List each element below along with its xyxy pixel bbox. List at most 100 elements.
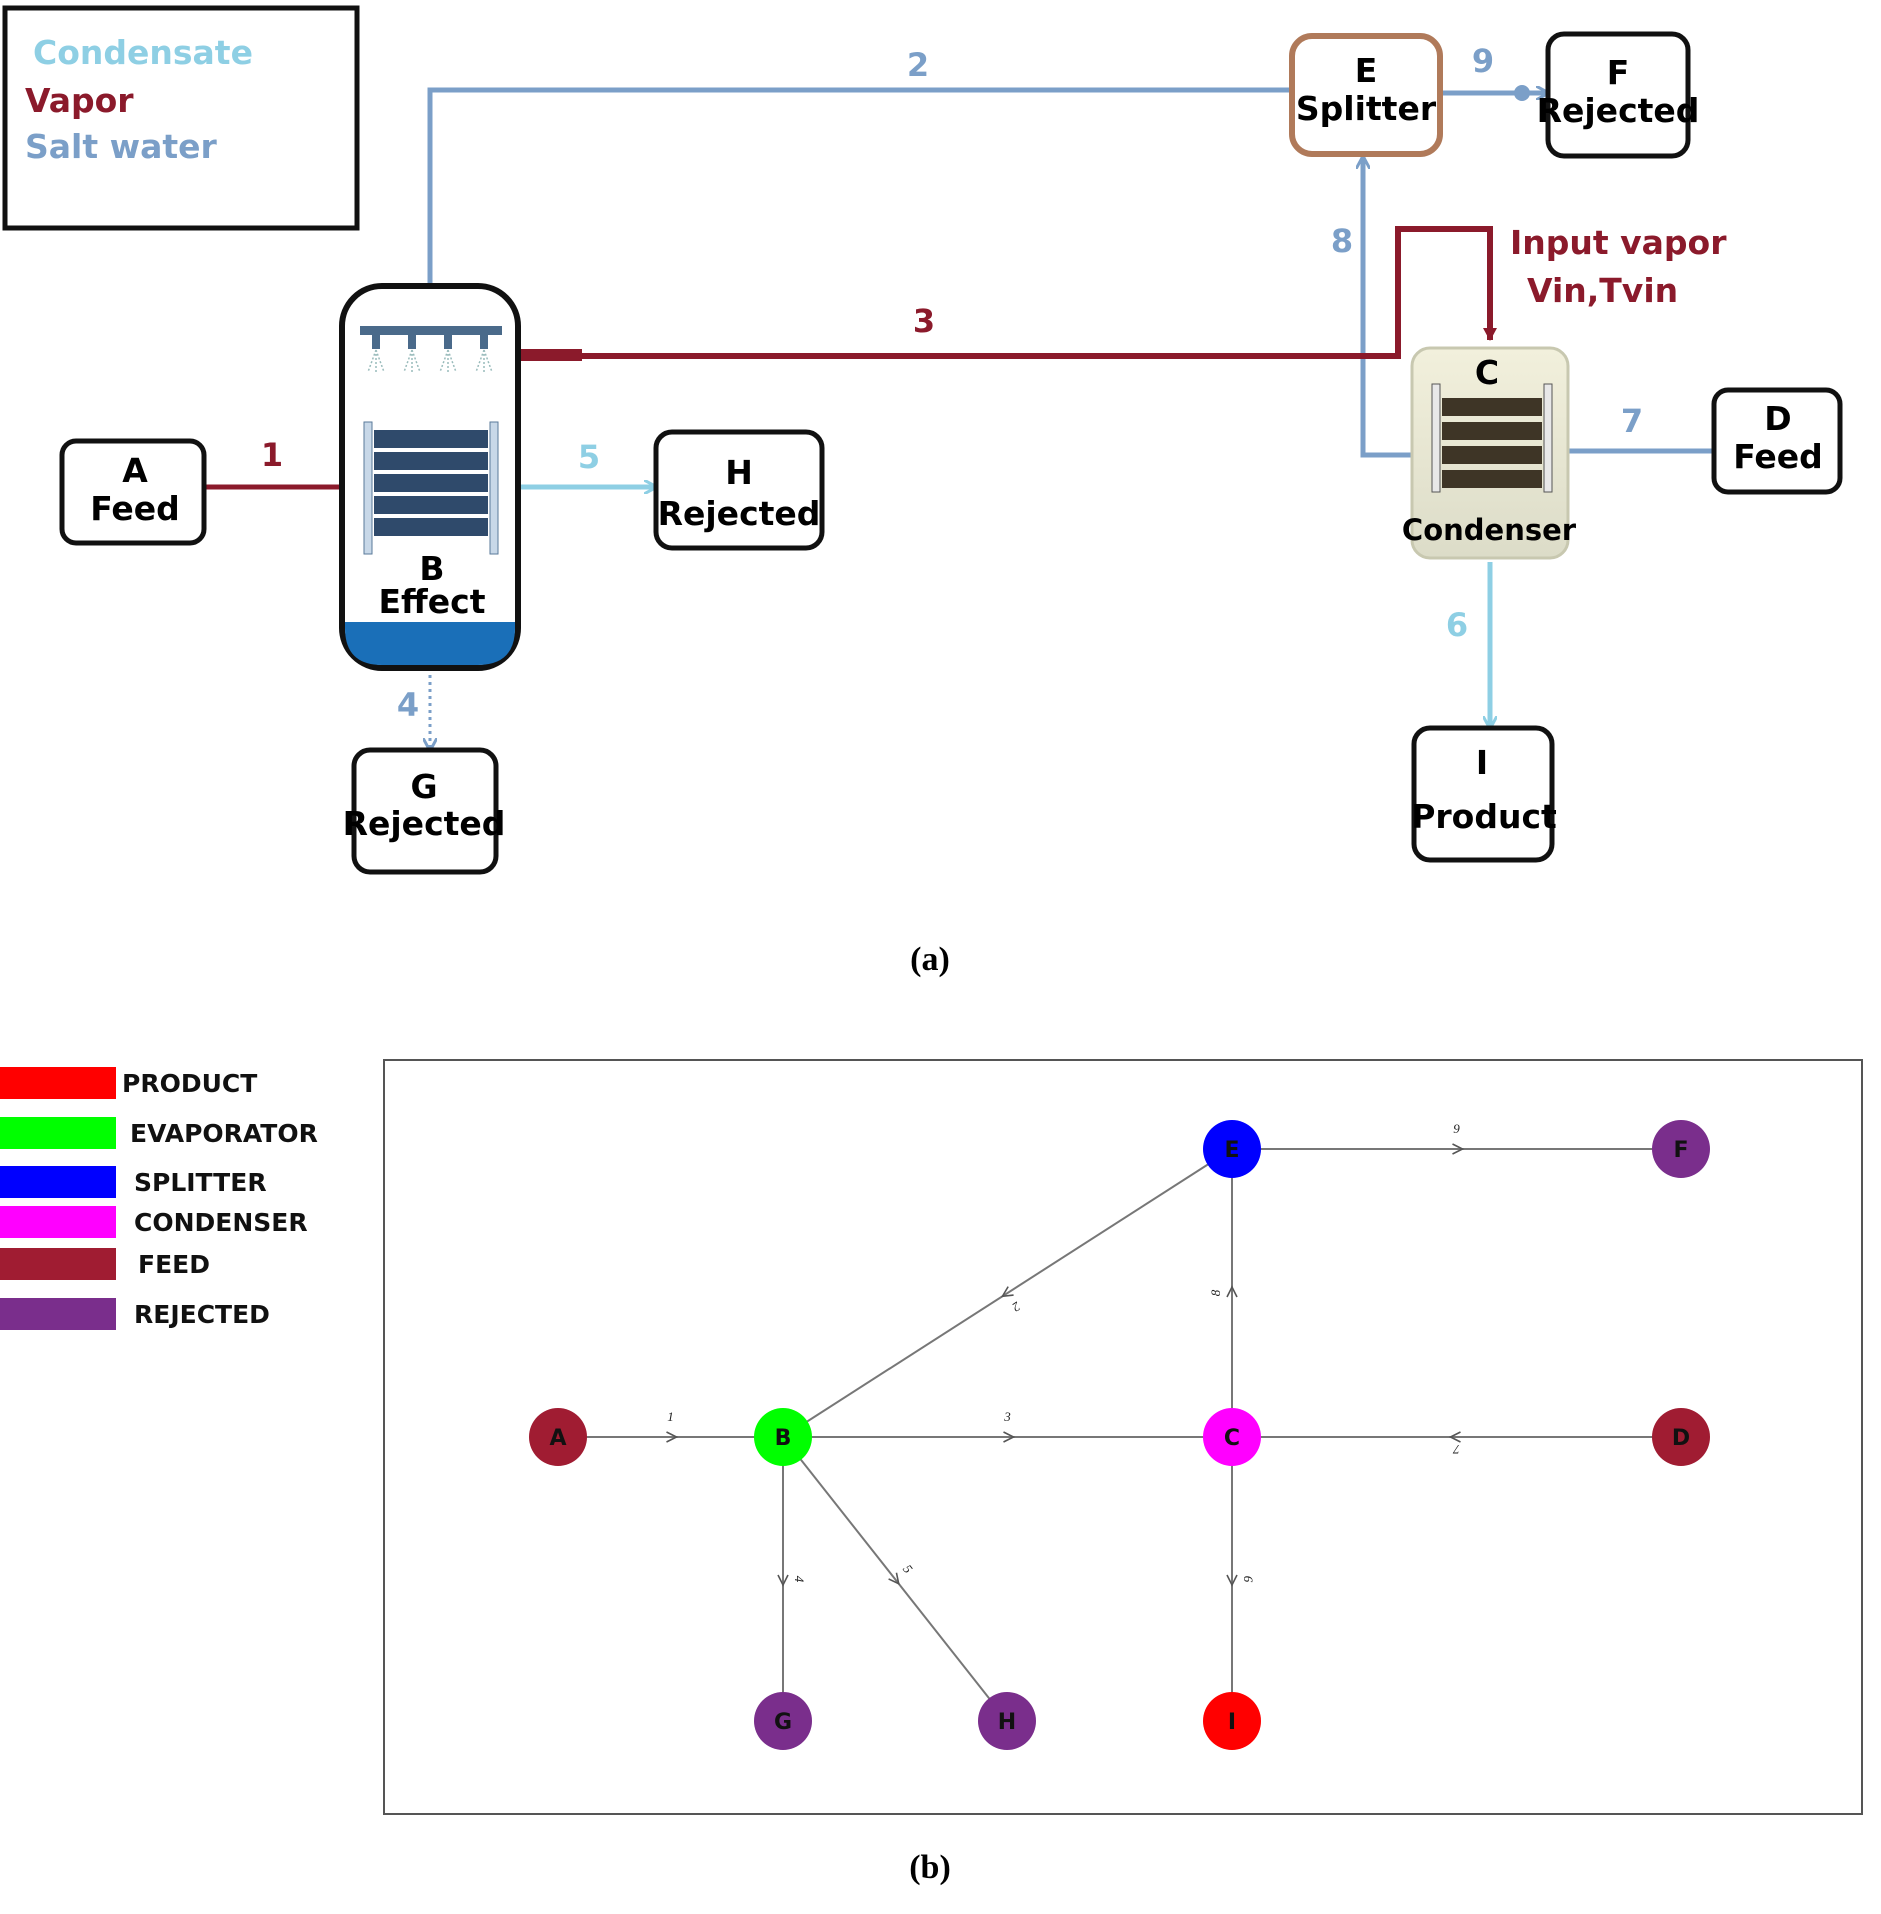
legend-label-condenser: CONDENSER bbox=[134, 1208, 308, 1237]
node-type-legend: PRODUCT EVAPORATOR SPLITTER CONDENSER FEED RE… bbox=[0, 1067, 318, 1330]
unit-g-letter: G bbox=[410, 767, 437, 806]
edge-2-arrow bbox=[1000, 1286, 1014, 1298]
caption-b: (b) bbox=[909, 1849, 951, 1886]
legend-label-splitter: SPLITTER bbox=[134, 1168, 267, 1197]
stream-5: 5 bbox=[518, 438, 656, 487]
unit-f-name: Rejected bbox=[1537, 91, 1700, 130]
unit-i-name: Product bbox=[1411, 797, 1557, 836]
unit-c-name: Condenser bbox=[1402, 513, 1577, 547]
edge-4-label: 4 bbox=[792, 1576, 807, 1583]
stream-6: 6 bbox=[1446, 562, 1490, 728]
flow-legend: Condensate Vapor Salt water bbox=[2, 5, 360, 231]
edge-4-arrow bbox=[777, 1574, 789, 1587]
unit-g-name: Rejected bbox=[343, 804, 506, 843]
node-g bbox=[754, 1692, 812, 1750]
unit-e-letter: E bbox=[1355, 51, 1378, 90]
legend-swatch-product bbox=[0, 1067, 116, 1099]
edge-1-arrow bbox=[666, 1431, 679, 1443]
unit-e-splitter: E Splitter bbox=[1289, 33, 1443, 157]
unit-c-letter: C bbox=[1475, 353, 1499, 392]
node-h bbox=[978, 1692, 1036, 1750]
edge-6-arrow bbox=[1226, 1574, 1238, 1587]
node-b-label: B bbox=[775, 1426, 792, 1451]
unit-b-letter: B bbox=[419, 549, 444, 588]
edge-3-arrow bbox=[1003, 1431, 1016, 1443]
unit-d-feed: D Feed bbox=[1711, 387, 1843, 495]
stream-7-label: 7 bbox=[1621, 402, 1643, 440]
stream-1: 1 bbox=[204, 436, 361, 494]
unit-i-letter: I bbox=[1476, 743, 1488, 782]
node-a-label: A bbox=[549, 1426, 566, 1451]
node-h-label: H bbox=[998, 1710, 1016, 1735]
legend-swatch-feed bbox=[0, 1248, 116, 1280]
stream-4-label: 4 bbox=[397, 686, 419, 724]
input-vapor-label: Input vapor bbox=[1510, 223, 1727, 262]
edge-9-arrow bbox=[1452, 1143, 1465, 1155]
node-g-label: G bbox=[774, 1710, 792, 1735]
unit-h-rejected: H Rejected bbox=[653, 429, 825, 551]
stream-9: 9 bbox=[1440, 42, 1548, 101]
stream-4: 4 bbox=[397, 668, 430, 750]
caption-a: (a) bbox=[910, 941, 950, 978]
legend-condensate: Condensate bbox=[33, 33, 253, 72]
node-i bbox=[1203, 1692, 1261, 1750]
legend-label-evaporator: EVAPORATOR bbox=[130, 1119, 318, 1148]
legend-swatch-evaporator bbox=[0, 1117, 116, 1149]
stream-8: 8 bbox=[1331, 157, 1412, 458]
unit-b-effect: B Effect bbox=[339, 283, 521, 671]
stream-7: 7 bbox=[1552, 402, 1714, 451]
panel-b: PRODUCT EVAPORATOR SPLITTER CONDENSER FEED RE… bbox=[0, 1059, 1863, 1886]
unit-i-product: I Product bbox=[1411, 725, 1557, 863]
legend-label-rejected: REJECTED bbox=[134, 1300, 270, 1329]
node-i-label: I bbox=[1228, 1710, 1236, 1735]
node-d bbox=[1652, 1408, 1710, 1466]
node-f bbox=[1652, 1120, 1710, 1178]
node-c bbox=[1203, 1408, 1261, 1466]
stream-8-label: 8 bbox=[1331, 222, 1353, 260]
unit-h-letter: H bbox=[725, 453, 753, 492]
spray-header-icon bbox=[360, 326, 502, 374]
tube-bundle-icon bbox=[363, 421, 499, 555]
node-f-label: F bbox=[1673, 1138, 1688, 1163]
edge-5-arrow bbox=[888, 1572, 900, 1586]
edge-7-label: 7 bbox=[1453, 1442, 1460, 1457]
edge-2 bbox=[782, 1148, 1233, 1438]
unit-g-rejected: G Rejected bbox=[343, 747, 506, 875]
node-c-label: C bbox=[1224, 1426, 1240, 1451]
node-e-label: E bbox=[1224, 1138, 1239, 1163]
unit-d-letter: D bbox=[1764, 399, 1791, 438]
panel-a: Condensate Vapor Salt water 2 9 8 3 Inpu… bbox=[2, 5, 1843, 978]
legend-vapor: Vapor bbox=[25, 81, 134, 120]
stream-3: 3 Input vapor Vin,Tvin bbox=[518, 223, 1727, 361]
legend-label-product: PRODUCT bbox=[122, 1069, 257, 1098]
condenser-coil-icon bbox=[1431, 383, 1553, 493]
edge-7-arrow bbox=[1448, 1431, 1461, 1443]
stream-2-label: 2 bbox=[907, 46, 929, 84]
graph-nodes: A B C D E F G H I bbox=[529, 1120, 1710, 1750]
stream-5-label: 5 bbox=[578, 438, 600, 476]
edge-9-label: 9 bbox=[1453, 1121, 1460, 1136]
edge-8-label: 8 bbox=[1208, 1289, 1223, 1296]
legend-swatch-rejected bbox=[0, 1298, 116, 1330]
node-a bbox=[529, 1408, 587, 1466]
legend-label-feed: FEED bbox=[138, 1250, 210, 1279]
unit-a-letter: A bbox=[122, 451, 148, 490]
edge-1-label: 1 bbox=[667, 1409, 674, 1424]
node-e bbox=[1203, 1120, 1261, 1178]
unit-c-condenser: C Condenser bbox=[1402, 346, 1577, 560]
edge-6-label: 6 bbox=[1241, 1576, 1256, 1583]
unit-a-name: Feed bbox=[90, 489, 180, 528]
legend-swatch-splitter bbox=[0, 1166, 116, 1198]
edge-5 bbox=[782, 1436, 1008, 1722]
stream-6-label: 6 bbox=[1446, 606, 1468, 644]
legend-salt-water: Salt water bbox=[25, 127, 218, 166]
legend-swatch-condenser bbox=[0, 1206, 116, 1238]
node-b bbox=[754, 1408, 812, 1466]
node-d-label: D bbox=[1672, 1426, 1690, 1451]
stream-9-label: 9 bbox=[1472, 42, 1494, 80]
stream-2: 2 bbox=[430, 46, 1292, 322]
unit-e-name: Splitter bbox=[1296, 89, 1437, 128]
stream-3-label: 3 bbox=[913, 302, 935, 340]
